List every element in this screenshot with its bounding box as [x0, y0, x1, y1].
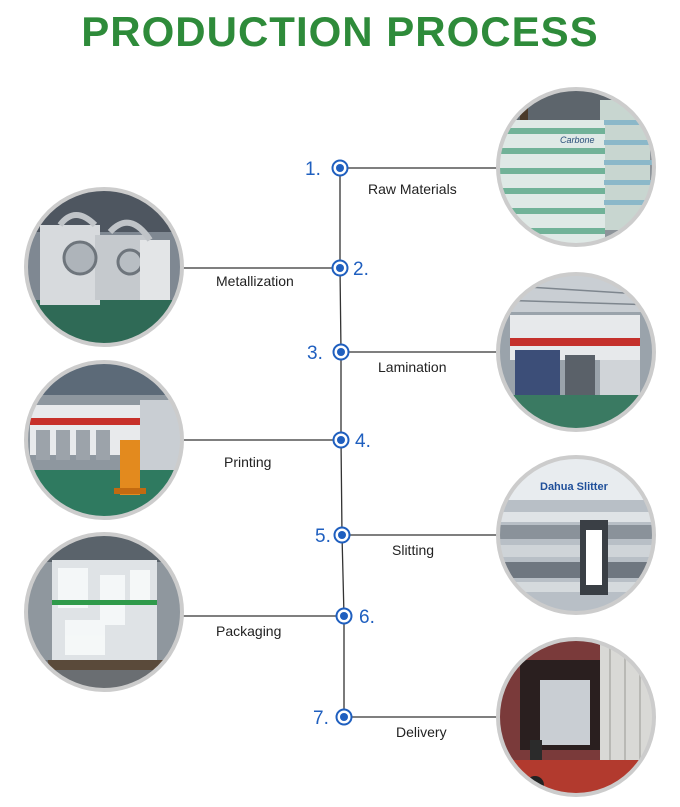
slitter-sign: Dahua Slitter [540, 481, 609, 493]
step-number-5: 5. [315, 526, 331, 547]
step-number-4: 4. [355, 431, 371, 452]
node-5 [333, 526, 351, 544]
step-label-2: Metallization [216, 273, 294, 289]
node-6 [335, 607, 353, 625]
node-7 [335, 708, 353, 726]
delivery-photo [496, 637, 656, 797]
step-label-4: Printing [224, 454, 271, 470]
node-1 [331, 159, 349, 177]
node-4 [332, 431, 350, 449]
step-number-1: 1. [305, 159, 321, 180]
step-number-2: 2. [353, 259, 369, 280]
step-label-7: Delivery [396, 724, 447, 740]
step-label-6: Packaging [216, 623, 281, 639]
slitting-photo: Dahua Slitter [496, 455, 656, 615]
step-number-7: 7. [313, 708, 329, 729]
page-title: PRODUCTION PROCESS [81, 8, 599, 55]
step-number-6: 6. [359, 607, 375, 628]
step-label-5: Slitting [392, 542, 434, 558]
lamination-photo [496, 272, 656, 432]
packaging-photo [24, 532, 184, 692]
printing-photo [24, 360, 184, 520]
node-2 [331, 259, 349, 277]
step-number-3: 3. [307, 343, 323, 364]
raw-materials-photo: Carbone [496, 87, 656, 247]
step-label-3: Lamination [378, 359, 447, 375]
step-label-1: Raw Materials [368, 181, 457, 197]
bag-print: Carbone [560, 135, 595, 145]
node-3 [332, 343, 350, 361]
metallization-photo [24, 187, 184, 347]
